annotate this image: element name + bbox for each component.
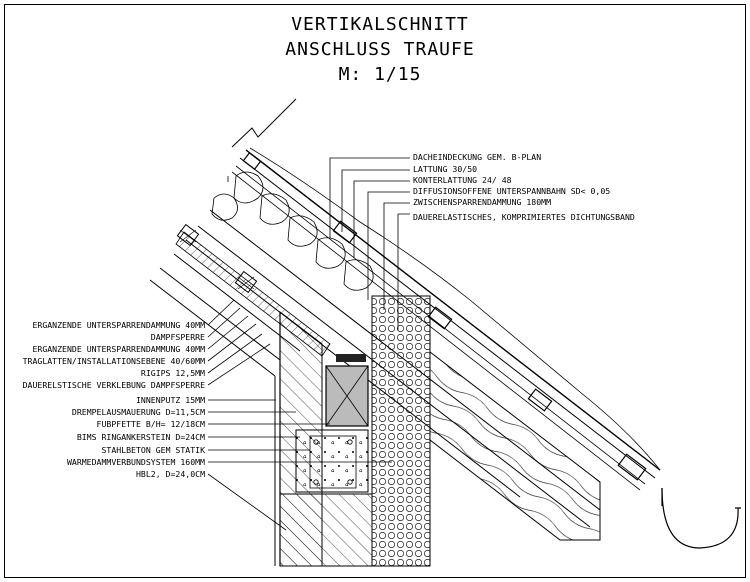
label-left-6: DAUERELSTISCHE VERKLEBUNG DAMPFSPERRE xyxy=(23,380,205,390)
label-roofing: DACHEINDECKUNG GEM. B-PLAN xyxy=(413,152,541,162)
lower-wall xyxy=(279,493,373,567)
label-left-11: STAHLBETON GEM STATIK xyxy=(101,445,205,455)
label-left-3: ERGANZENDE UNTERSPARRENDAMMUNG 40MM xyxy=(32,344,205,354)
rafter-foot xyxy=(429,350,601,541)
label-left-1: ERGANZENDE UNTERSPARRENDAMMUNG 40MM xyxy=(32,320,205,330)
leader-lines-right xyxy=(329,157,410,330)
drawing-frame xyxy=(4,4,746,578)
label-left-4: TRAGLATTEN/INSTALLATIONSEBENE 40/60MM xyxy=(23,356,205,366)
etics-insulation xyxy=(371,295,431,567)
title-line-1: VERTIKALSCHNITT xyxy=(291,14,469,35)
title-line-2: ANSCHLUSS TRAUFE xyxy=(285,39,475,60)
rafter-insulation xyxy=(211,171,374,291)
label-left-7: INNENPUTZ 15MM xyxy=(136,395,205,405)
label-left-5: RIGIPS 12,5MM xyxy=(141,368,205,378)
label-left-12: WARMEDAMMVERBUNDSYSTEM 160MM xyxy=(67,457,205,467)
label-left-10: BIMS RINGANKERSTEIN D=24CM xyxy=(77,432,205,442)
label-left-8: DREMPELAUSMAUERUNG D=11,5CM xyxy=(72,407,205,417)
gutter xyxy=(661,487,741,549)
labels-right-group: DACHEINDECKUNG GEM. B-PLAN LATTUNG 30/50… xyxy=(413,152,635,222)
leader-lines-left xyxy=(207,299,392,531)
label-battens: LATTUNG 30/50 xyxy=(413,164,477,174)
roof-battens xyxy=(242,151,647,481)
label-left-2: DAMPFSPERRE xyxy=(151,332,205,342)
batten-cross-1 xyxy=(176,223,200,247)
label-left-9: FUBPFETTE B/H= 12/18CM xyxy=(97,419,206,429)
label-counter-battens: KONTERLATTUNG 24/ 48 xyxy=(413,175,512,185)
scale-label: M: 1/15 xyxy=(338,64,422,85)
labels-left-group: ERGANZENDE UNTERSPARRENDAMMUNG 40MM DAMP… xyxy=(23,320,205,479)
break-line xyxy=(231,98,297,148)
ring-anchor xyxy=(295,429,369,493)
roof-tiles xyxy=(249,147,661,471)
label-sealing-tape: DAUERELASTISCHES, KOMPRIMIERTES DICHTUNG… xyxy=(413,212,635,222)
label-left-13: HBL2, D=24,0CM xyxy=(136,469,205,479)
label-rafter-insulation: ZWISCHENSPARRENDAMMUNG 180MM xyxy=(413,197,551,207)
label-membrane: DIFFUSIONSOFFENE UNTERSPANNBAHN SD< 0,05 xyxy=(413,186,610,196)
